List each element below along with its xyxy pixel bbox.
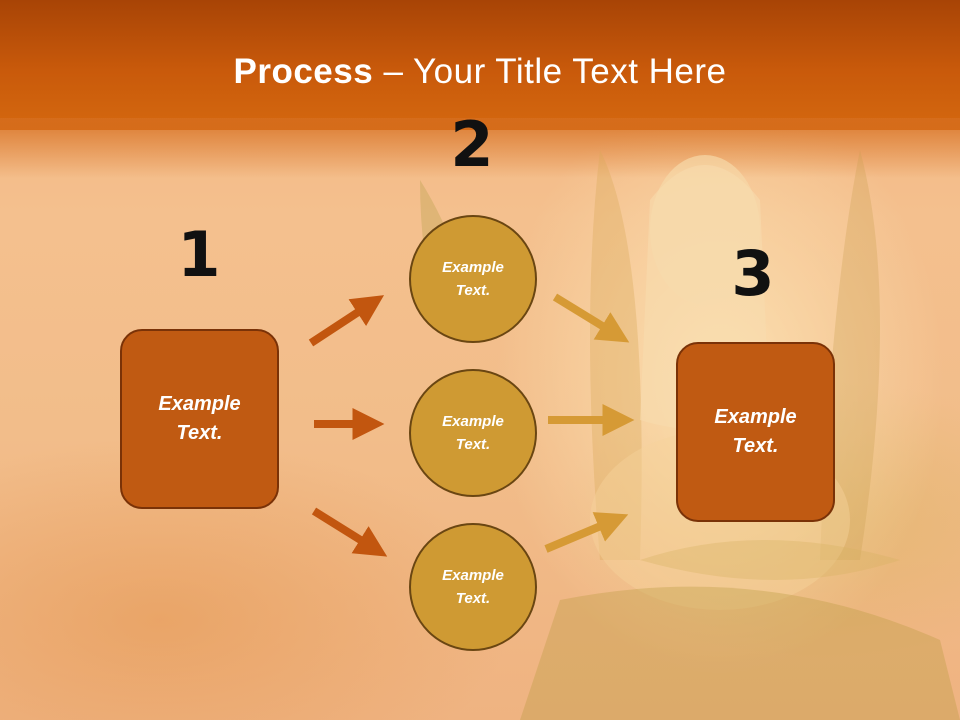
title-bold: Process	[233, 52, 374, 91]
arrow-1-to-bottom	[311, 507, 388, 557]
step-2-circle-bottom: Example Text.	[409, 523, 537, 651]
title-rest: – Your Title Text Here	[373, 52, 727, 91]
step-3-text: Example Text.	[714, 406, 797, 457]
circle-top-text: Example Text.	[442, 259, 504, 299]
arrow-top-to-3	[552, 293, 630, 343]
title-bar-fade	[0, 118, 960, 178]
circle-middle-text: Example Text.	[442, 413, 504, 453]
step-number-1: 1	[177, 218, 221, 291]
step-1-box: Example Text.	[120, 329, 279, 509]
arrow-bottom-to-3	[544, 512, 629, 553]
circle-bottom-text: Example Text.	[442, 567, 504, 607]
step-2-circle-top: Example Text.	[409, 215, 537, 343]
slide-title: Process – Your Title Text Here	[0, 52, 960, 92]
title-bar	[0, 0, 960, 130]
step-number-3: 3	[731, 237, 775, 310]
step-number-2: 2	[450, 108, 494, 181]
arrow-1-to-top	[308, 295, 385, 347]
step-1-text: Example Text.	[158, 393, 241, 444]
step-3-box: Example Text.	[676, 342, 835, 522]
step-2-circle-middle: Example Text.	[409, 369, 537, 497]
